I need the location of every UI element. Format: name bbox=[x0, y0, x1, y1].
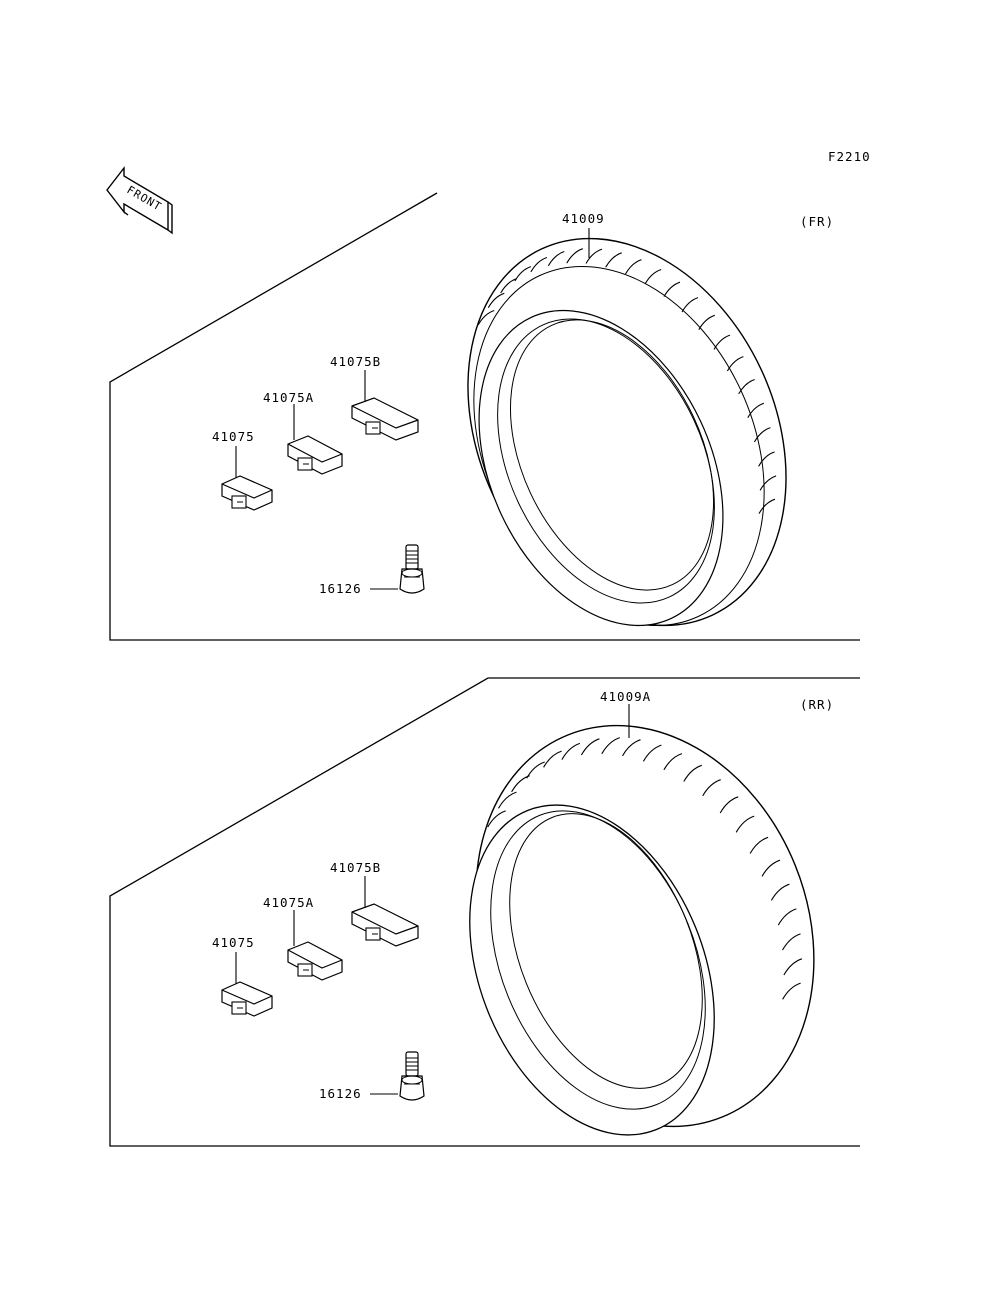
tread-groove bbox=[498, 791, 517, 809]
tread-groove bbox=[487, 810, 506, 828]
tread-groove bbox=[761, 859, 781, 877]
balance-weight-41075a-rr bbox=[287, 941, 343, 981]
part-16126-rr: 16126 bbox=[319, 1086, 362, 1101]
part-16126-fr: 16126 bbox=[319, 581, 362, 596]
tread-groove bbox=[782, 933, 801, 951]
tread-groove bbox=[782, 982, 801, 1000]
balance-weight-41075a bbox=[287, 435, 343, 475]
tread-groove bbox=[585, 248, 603, 264]
tread-groove bbox=[777, 908, 797, 926]
balance-weight-41075b-rr bbox=[351, 903, 419, 947]
tread-groove bbox=[713, 334, 731, 350]
tread-groove bbox=[759, 475, 777, 491]
tread-groove bbox=[770, 883, 790, 901]
tread-groove bbox=[783, 958, 803, 976]
tread-groove bbox=[580, 738, 600, 756]
valve-16126-rr bbox=[399, 1051, 425, 1101]
part-41075a-rr: 41075A bbox=[263, 895, 315, 910]
tread-groove bbox=[726, 356, 744, 372]
tread-groove bbox=[625, 259, 642, 275]
tread-groove bbox=[749, 836, 769, 854]
tread-groove bbox=[735, 815, 755, 833]
position-label-fr: (FR) bbox=[800, 214, 835, 229]
tread-groove bbox=[702, 779, 721, 797]
tire-part-fr: 41009 bbox=[562, 211, 605, 226]
valve-16126 bbox=[399, 544, 425, 594]
tread-groove bbox=[642, 744, 662, 762]
rear-tire bbox=[469, 724, 815, 1136]
tread-groove bbox=[477, 309, 495, 326]
tread-groove bbox=[514, 266, 532, 282]
tread-groove bbox=[543, 750, 562, 768]
figure-code: F2210 bbox=[828, 149, 871, 164]
part-41075-fr: 41075 bbox=[212, 429, 255, 444]
balance-weight-41075 bbox=[221, 475, 273, 511]
tread-groove bbox=[561, 742, 581, 760]
tread-groove bbox=[758, 451, 775, 467]
tread-groove bbox=[605, 252, 622, 268]
tread-groove bbox=[601, 737, 620, 755]
part-41075b-fr: 41075B bbox=[330, 354, 382, 369]
tread-groove bbox=[663, 753, 683, 771]
tread-groove bbox=[719, 796, 739, 814]
tread-groove bbox=[526, 761, 545, 779]
tread-groove bbox=[747, 402, 764, 418]
part-41075b-rr: 41075B bbox=[330, 860, 382, 875]
leader-lines bbox=[235, 228, 630, 1095]
tread-groove bbox=[487, 292, 505, 308]
tread-groove bbox=[758, 498, 776, 514]
front-arrow-icon: FRONT bbox=[106, 165, 173, 235]
tread-groove bbox=[698, 314, 715, 330]
tread-groove bbox=[681, 297, 699, 313]
front-tire bbox=[467, 237, 787, 627]
balance-weight-41075-rr bbox=[221, 981, 273, 1017]
panel-rr-frame bbox=[109, 677, 860, 1147]
tread-groove bbox=[644, 268, 662, 285]
tread-groove bbox=[683, 764, 702, 782]
tire-part-rr: 41009A bbox=[600, 689, 652, 704]
tread-groove bbox=[547, 250, 565, 267]
tread-groove bbox=[622, 739, 641, 757]
tread-groove bbox=[530, 256, 548, 273]
panel-fr-frame bbox=[109, 192, 860, 641]
balance-weight-41075b bbox=[351, 397, 419, 441]
part-41075a-fr: 41075A bbox=[263, 390, 315, 405]
tread-groove bbox=[566, 248, 583, 264]
position-label-rr: (RR) bbox=[800, 697, 835, 712]
tread-groove bbox=[738, 378, 755, 395]
tread-groove bbox=[753, 427, 771, 443]
tread-groove bbox=[500, 278, 517, 294]
tread-groove bbox=[663, 281, 681, 297]
part-41075-rr: 41075 bbox=[212, 935, 255, 950]
